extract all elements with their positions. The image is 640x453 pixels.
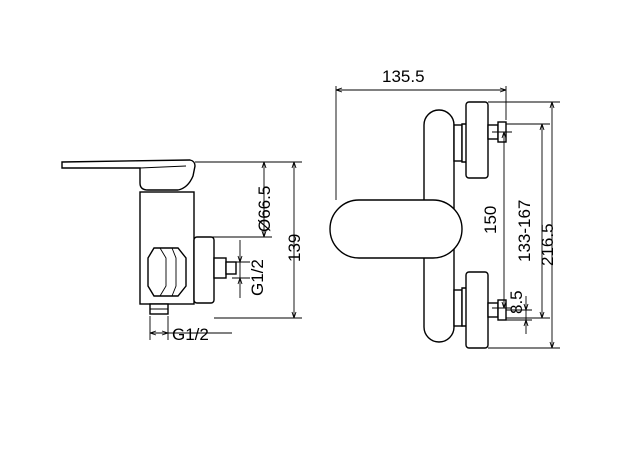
front-view: 135.5 150 133-167 216.5 8.5 (329, 67, 560, 349)
wall-flange (193, 236, 215, 304)
side-view: G1/2 Ø66.5 G1/2 139 (61, 159, 304, 344)
offset-label: 8.5 (507, 290, 526, 314)
lower-connection (453, 271, 507, 349)
front-handle (329, 199, 463, 259)
lever-handle (61, 159, 196, 191)
outlet-thread-label: G1/2 (172, 325, 209, 344)
overall-width-label: 135.5 (382, 67, 425, 86)
upper-connection (453, 101, 507, 179)
handle-diameter-label: Ø66.5 (255, 186, 274, 232)
inlet-thread-label: G1/2 (248, 259, 267, 296)
inlet-spacing-label: 150 (481, 206, 500, 234)
overall-height-label: 216.5 (538, 223, 557, 266)
hex-nut (147, 247, 187, 297)
side-height-label: 139 (285, 234, 304, 262)
inlet-range-label: 133-167 (515, 200, 534, 262)
inlet-connector (213, 257, 227, 279)
